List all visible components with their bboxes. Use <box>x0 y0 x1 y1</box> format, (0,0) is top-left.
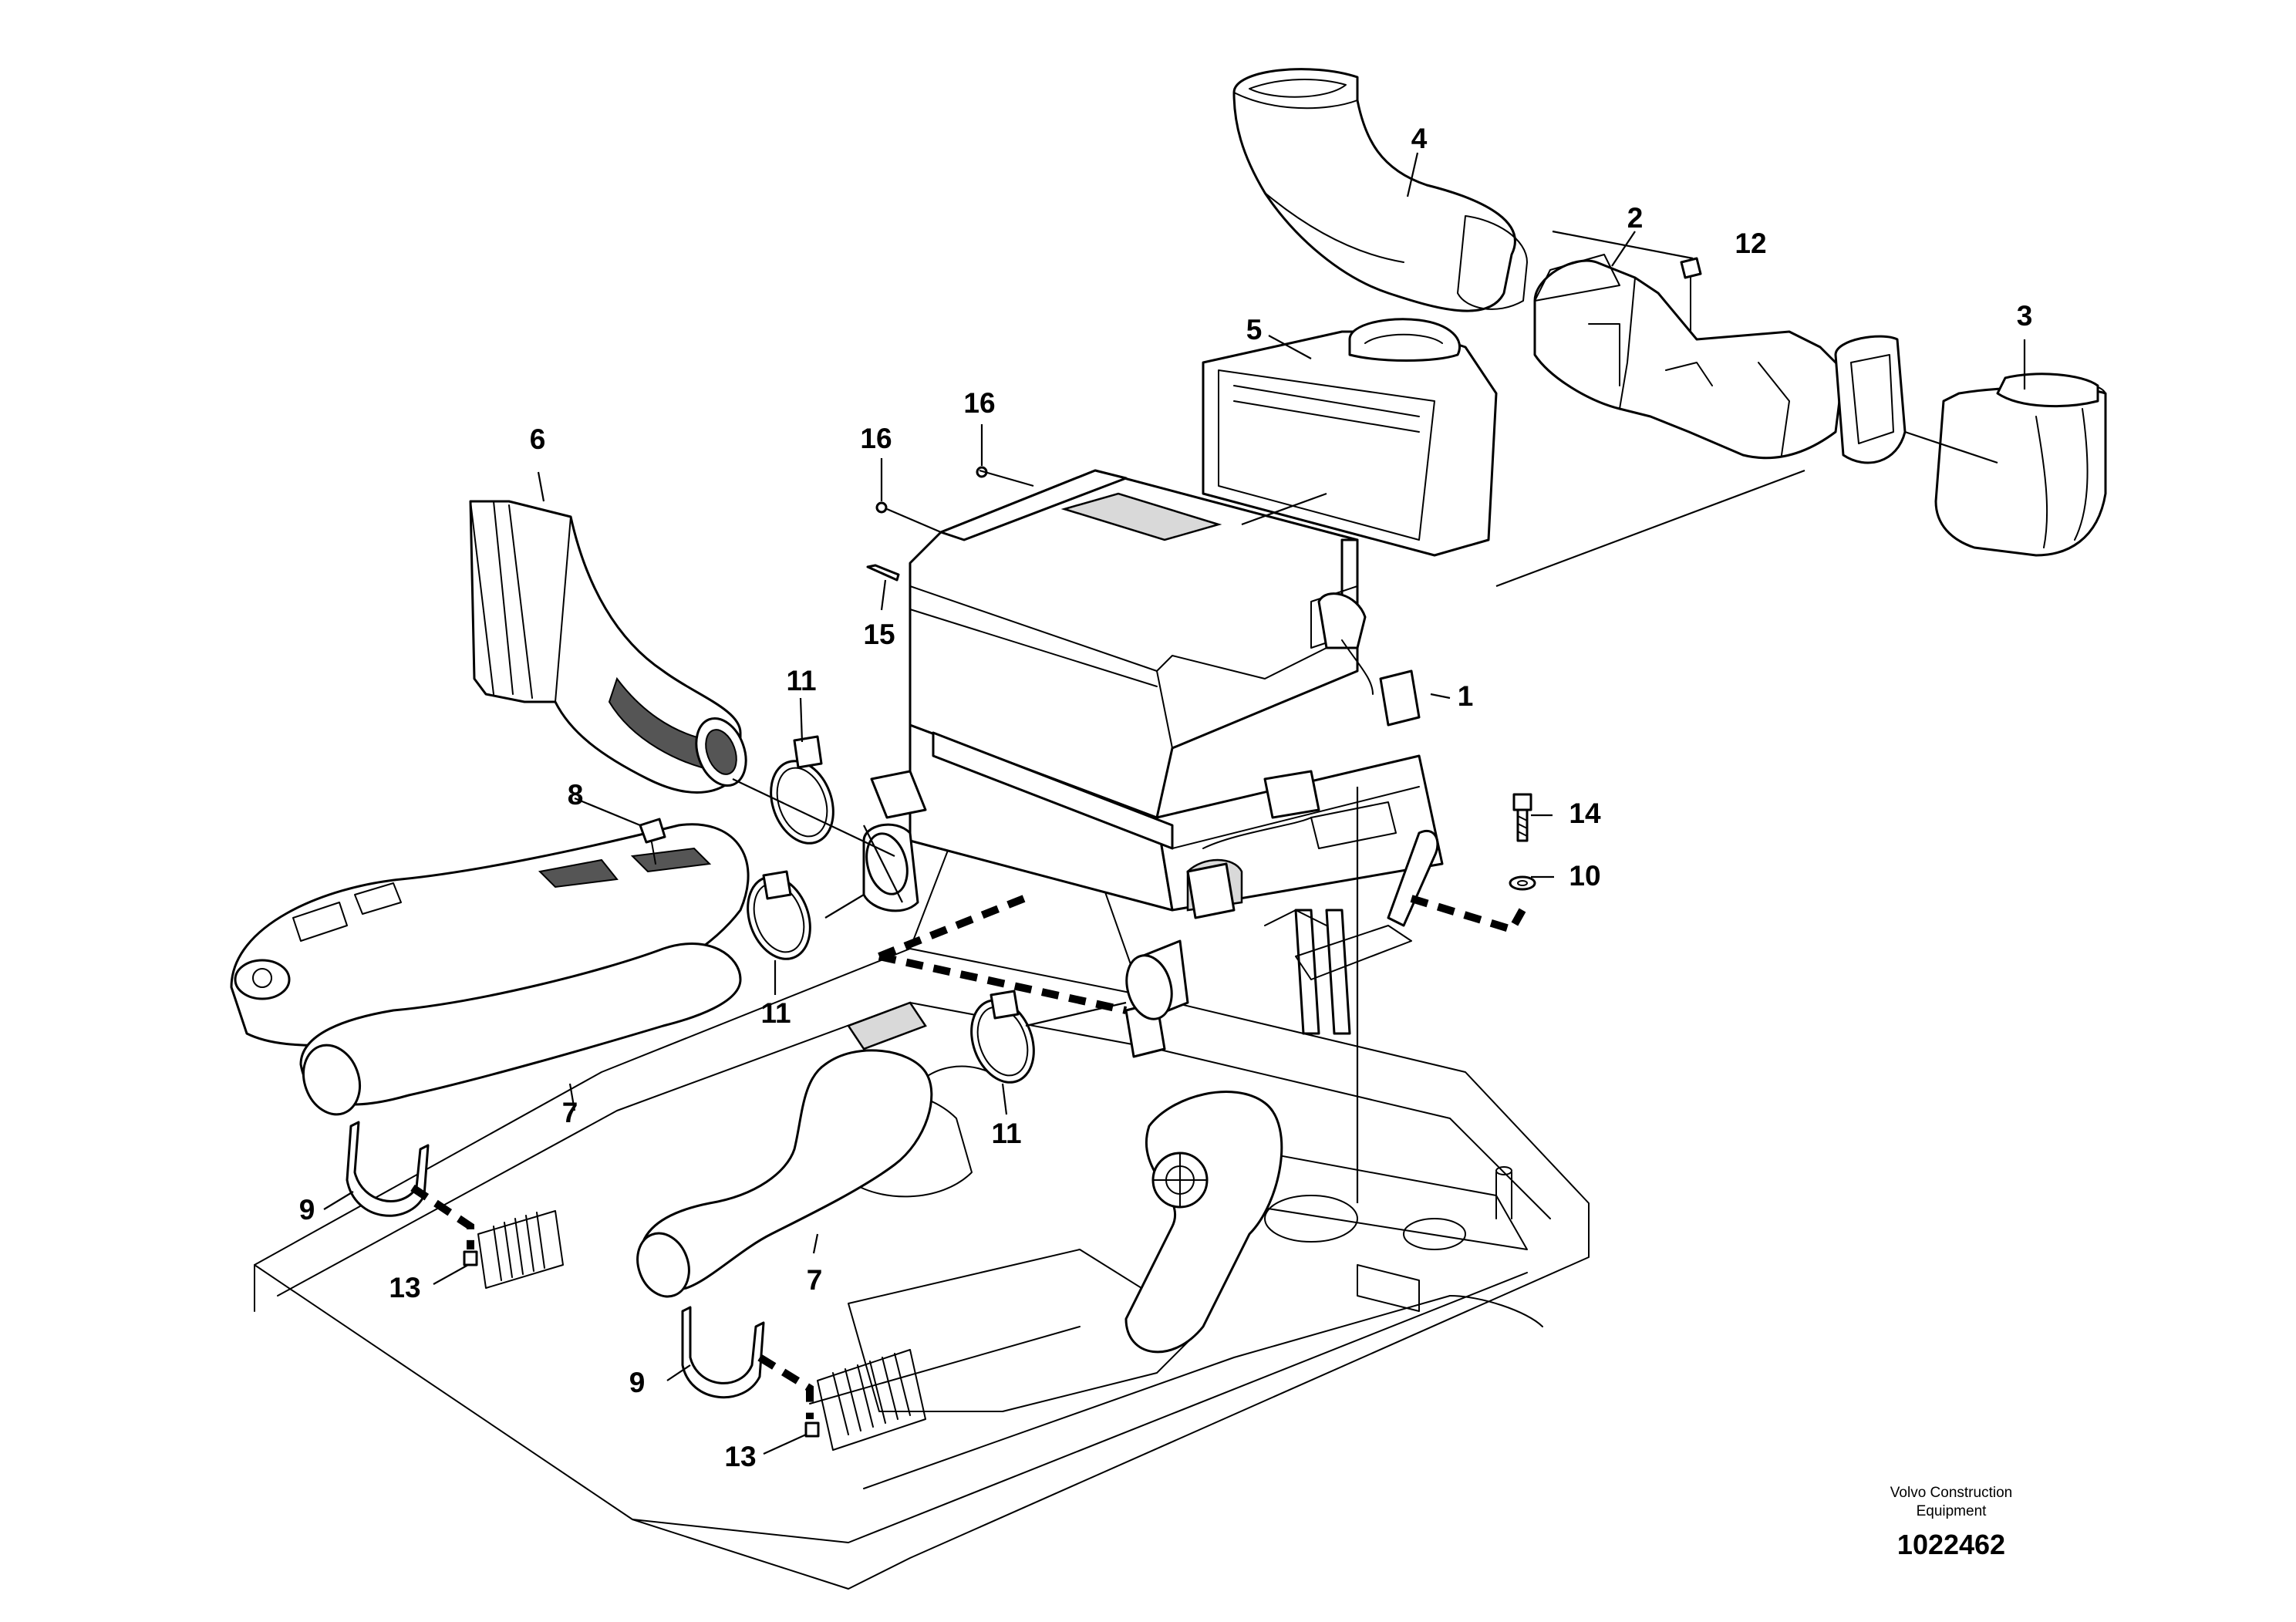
manufacturer-line-2: Equipment <box>1917 1503 1988 1519</box>
callout-14: 14 <box>1569 798 1601 829</box>
part-11-clamp-middle <box>747 870 811 960</box>
callout-8: 8 <box>568 779 584 811</box>
callout-1: 1 <box>1458 680 1474 712</box>
part-1-heater-unit <box>862 469 1444 1058</box>
callouts: 1 2 3 4 5 6 7 7 8 9 9 10 11 11 11 12 13 … <box>299 123 2033 1472</box>
callout-16b: 16 <box>963 387 995 419</box>
callout-12: 12 <box>1735 228 1766 259</box>
footer: Volvo Construction Equipment 1022462 <box>1890 1485 2012 1560</box>
part-2-top-duct <box>1533 254 1845 460</box>
callout-6: 6 <box>530 423 546 455</box>
floor-duct-right <box>817 1001 1283 1354</box>
leader-lines <box>323 152 2026 1455</box>
manufacturer-line-1: Volvo Construction <box>1890 1485 2012 1501</box>
callout-9a: 9 <box>299 1194 315 1226</box>
part-15-screw <box>866 564 900 582</box>
callout-11c: 11 <box>991 1118 1021 1149</box>
callout-13b: 13 <box>724 1441 756 1472</box>
part-14-bolt <box>1512 793 1532 842</box>
callout-2: 2 <box>1627 202 1644 234</box>
part-6-front-duct <box>469 500 747 794</box>
callout-13a: 13 <box>389 1272 420 1303</box>
callout-5: 5 <box>1246 314 1263 346</box>
part-4-upper-duct <box>1232 68 1528 312</box>
illustration-number: 1022462 <box>1897 1529 2005 1560</box>
floor-louver-right <box>817 1349 926 1451</box>
callout-7a: 7 <box>562 1097 578 1128</box>
callout-3: 3 <box>2017 300 2033 332</box>
callout-15: 15 <box>863 619 895 650</box>
part-11-clamp-lower <box>970 990 1035 1084</box>
part-3-duct-elbow <box>1834 335 2107 557</box>
callout-11a: 11 <box>786 665 816 696</box>
part-9-bracket-lower <box>681 1306 765 1399</box>
part-5-defroster-duct <box>1202 318 1498 557</box>
callout-10: 10 <box>1569 860 1600 892</box>
part-13-screw-lower <box>804 1421 820 1438</box>
part-16-screw-left <box>875 501 888 514</box>
part-10-washer <box>1509 875 1536 891</box>
callout-9b: 9 <box>629 1367 646 1398</box>
part-7-hose-left <box>299 943 742 1116</box>
callout-7b: 7 <box>807 1264 823 1296</box>
part-13-screw-upper <box>463 1250 478 1266</box>
callout-4: 4 <box>1411 123 1428 154</box>
floor-louver-left <box>477 1210 564 1289</box>
part-12-screw <box>1680 257 1702 332</box>
part-11-clamp-upper <box>770 735 834 845</box>
callout-11b: 11 <box>760 997 791 1029</box>
part-7-hose-right <box>636 1049 933 1298</box>
part-8-clip <box>639 818 666 865</box>
callout-16a: 16 <box>860 423 892 454</box>
part-9-bracket-upper <box>346 1121 430 1217</box>
assembly-lines <box>410 891 1526 1419</box>
